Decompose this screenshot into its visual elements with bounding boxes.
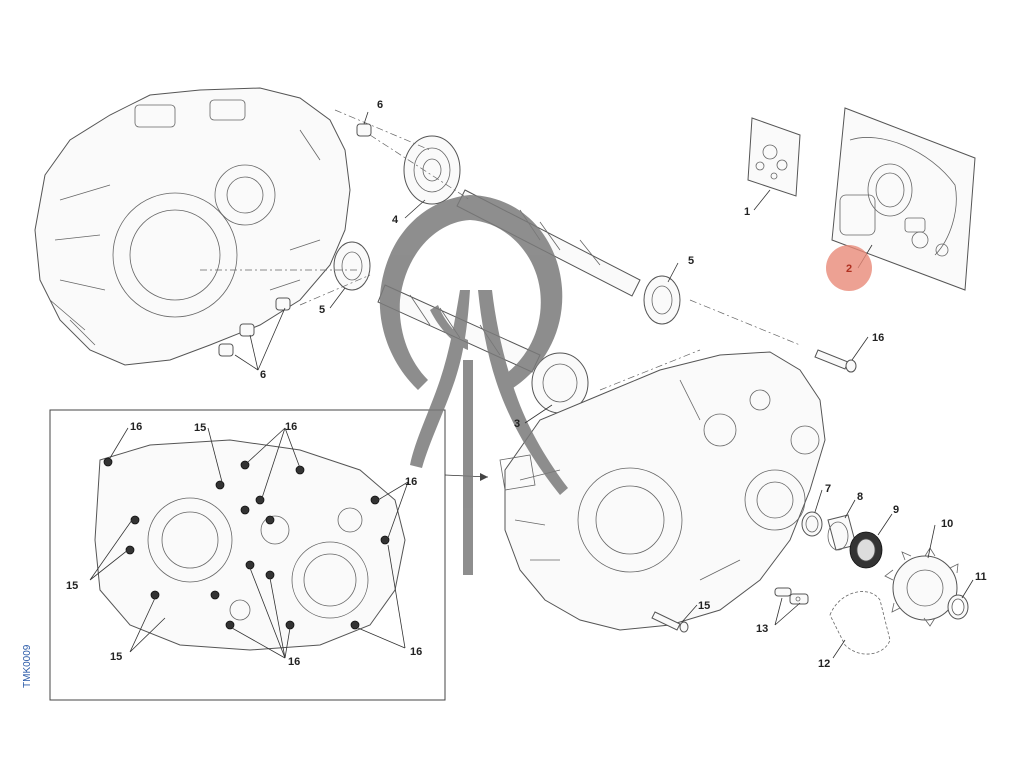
inset-crankcase[interactable] bbox=[94, 439, 406, 651]
watermark-logo bbox=[379, 195, 568, 575]
callout-9[interactable]: 9 bbox=[893, 504, 899, 516]
o-ring-7[interactable] bbox=[801, 511, 823, 537]
callout-11[interactable]: 11 bbox=[975, 571, 987, 583]
callout-16-inset-bottom[interactable]: 16 bbox=[288, 656, 300, 668]
callout-16-screw[interactable]: 16 bbox=[872, 332, 884, 344]
crankcase-right-half[interactable] bbox=[499, 351, 826, 631]
dowel-pins[interactable] bbox=[218, 123, 372, 357]
callout-6-bottom[interactable]: 6 bbox=[260, 369, 266, 381]
bearing-5-left[interactable] bbox=[333, 241, 371, 291]
callout-15-inset-bottom[interactable]: 15 bbox=[110, 651, 122, 663]
circlip-11[interactable] bbox=[947, 594, 969, 620]
callout-12[interactable]: 12 bbox=[818, 658, 830, 670]
bearing-5-right[interactable] bbox=[643, 275, 681, 325]
callout-15-screw[interactable]: 15 bbox=[698, 600, 710, 612]
callout-1[interactable]: 1 bbox=[744, 206, 750, 218]
crankcase-left-half[interactable] bbox=[34, 87, 351, 366]
assembly-lines bbox=[200, 109, 801, 391]
screw-16[interactable] bbox=[814, 349, 857, 373]
callout-5-right[interactable]: 5 bbox=[688, 255, 694, 267]
callout-7[interactable]: 7 bbox=[825, 483, 831, 495]
callout-15-inset-left[interactable]: 15 bbox=[66, 580, 78, 592]
chain-link-13[interactable] bbox=[774, 587, 809, 605]
callout-13[interactable]: 13 bbox=[756, 623, 768, 635]
callout-16-inset-tl[interactable]: 16 bbox=[130, 421, 142, 433]
callout-labels: 1 2 3 4 5 5 6 6 7 8 9 10 11 12 13 15 15 … bbox=[66, 99, 987, 670]
drawing-code: TMK0009 bbox=[18, 644, 48, 688]
oil-seal-3[interactable] bbox=[531, 352, 589, 414]
callout-16-inset-br[interactable]: 16 bbox=[410, 646, 422, 658]
leader-lines bbox=[89, 111, 974, 659]
callout-16-inset-right[interactable]: 16 bbox=[405, 476, 417, 488]
callout-3[interactable]: 3 bbox=[514, 418, 520, 430]
gasket-kit-1[interactable] bbox=[747, 117, 801, 197]
gasket-kit-2[interactable] bbox=[831, 107, 976, 291]
callout-8[interactable]: 8 bbox=[857, 491, 863, 503]
chain-12[interactable] bbox=[829, 591, 891, 655]
callout-5-left[interactable]: 5 bbox=[319, 304, 325, 316]
drawing-code-text: TMK0009 bbox=[22, 644, 33, 688]
callout-4[interactable]: 4 bbox=[392, 214, 399, 226]
callout-2[interactable]: 2 bbox=[846, 263, 852, 275]
inset-bolt-holes bbox=[103, 457, 390, 630]
callout-16-inset-top[interactable]: 16 bbox=[285, 421, 297, 433]
callout-6-top[interactable]: 6 bbox=[377, 99, 383, 111]
callout-15-inset-top[interactable]: 15 bbox=[194, 422, 206, 434]
bearing-4[interactable] bbox=[403, 135, 461, 205]
callout-10[interactable]: 10 bbox=[941, 518, 953, 530]
screw-15[interactable] bbox=[651, 611, 689, 633]
oil-seal-9[interactable] bbox=[849, 531, 883, 569]
selected-item-highlight bbox=[826, 245, 872, 291]
